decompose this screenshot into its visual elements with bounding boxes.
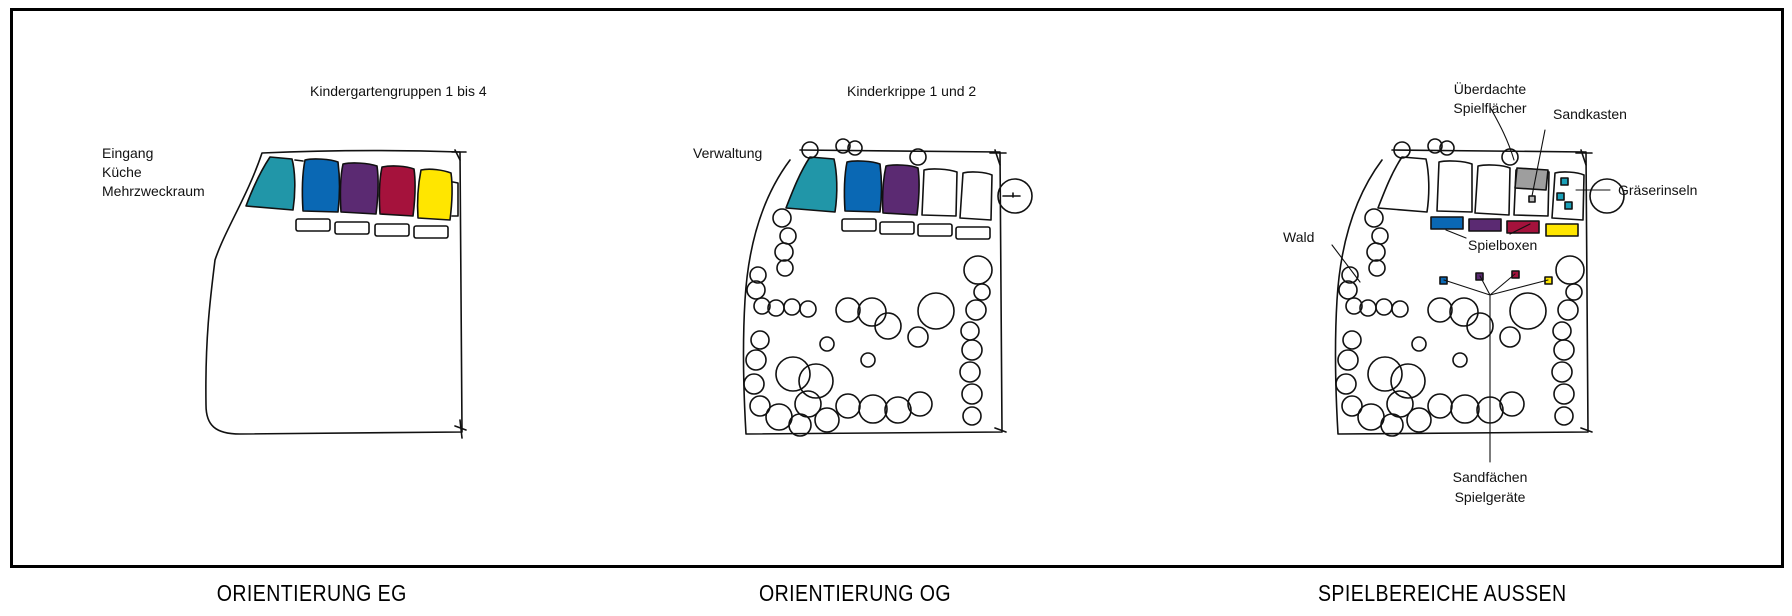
plan-aussen: [1331, 106, 1625, 463]
sandbox-marker: [1528, 195, 1536, 203]
og-site-outline: [742, 149, 1003, 435]
label-graeserinseln: Gräserinseln: [1618, 182, 1698, 198]
plan-og: [742, 138, 1033, 437]
og-room-purple: [881, 164, 920, 216]
play-box-yellow: [1545, 223, 1579, 237]
og-label-verwaltung: Verwaltung: [693, 145, 763, 161]
grass-island-1: [1560, 177, 1569, 186]
og-room-teal: [785, 156, 838, 213]
eg-title: Kindergartengruppen 1 bis 4: [310, 83, 487, 99]
equipment-purple: [1475, 272, 1484, 281]
plan-eg: [205, 149, 467, 439]
eg-room-teal: [245, 156, 296, 211]
grass-island-3: [1564, 201, 1573, 210]
caption-aussen: SPIELBEREICHE AUSSEN: [1317, 580, 1567, 606]
label-ueberdachte-1: Überdachte: [1453, 81, 1527, 97]
eg-label-mehrzweckraum: Mehrzweckraum: [102, 183, 205, 199]
label-sandkasten: Sandkasten: [1553, 106, 1627, 122]
grass-island-2: [1556, 192, 1565, 201]
eg-room-crimson: [378, 165, 416, 217]
play-box-blue: [1430, 216, 1464, 230]
label-spielgeraete: Spielgeräte: [1454, 489, 1526, 505]
aussen-trees: [1335, 138, 1585, 437]
og-trees: [743, 138, 993, 437]
eg-label-eingang: Eingang: [102, 145, 154, 161]
equipment-crimson: [1511, 270, 1520, 279]
og-room-blue: [843, 160, 883, 213]
eg-site-outline: [205, 149, 463, 435]
label-ueberdachte-2: Spielflächer: [1453, 100, 1527, 116]
covered-play-area: [1514, 167, 1549, 191]
play-box-purple: [1468, 218, 1502, 232]
caption-og: ORIENTIERUNG OG: [758, 580, 952, 606]
eg-room-yellow: [416, 168, 453, 221]
diagram-frame: [10, 8, 1784, 568]
eg-label-kueche: Küche: [102, 164, 142, 180]
eg-room-purple: [339, 162, 379, 215]
caption-eg: ORIENTIERUNG EG: [216, 580, 407, 606]
og-title: Kinderkrippe 1 und 2: [847, 83, 977, 99]
label-spielboxen: Spielboxen: [1468, 237, 1538, 253]
label-sandflaechen: Sandfächen: [1452, 469, 1528, 485]
eg-room-blue: [301, 158, 341, 213]
aussen-site-outline: [1334, 149, 1589, 435]
label-wald: Wald: [1283, 229, 1315, 245]
